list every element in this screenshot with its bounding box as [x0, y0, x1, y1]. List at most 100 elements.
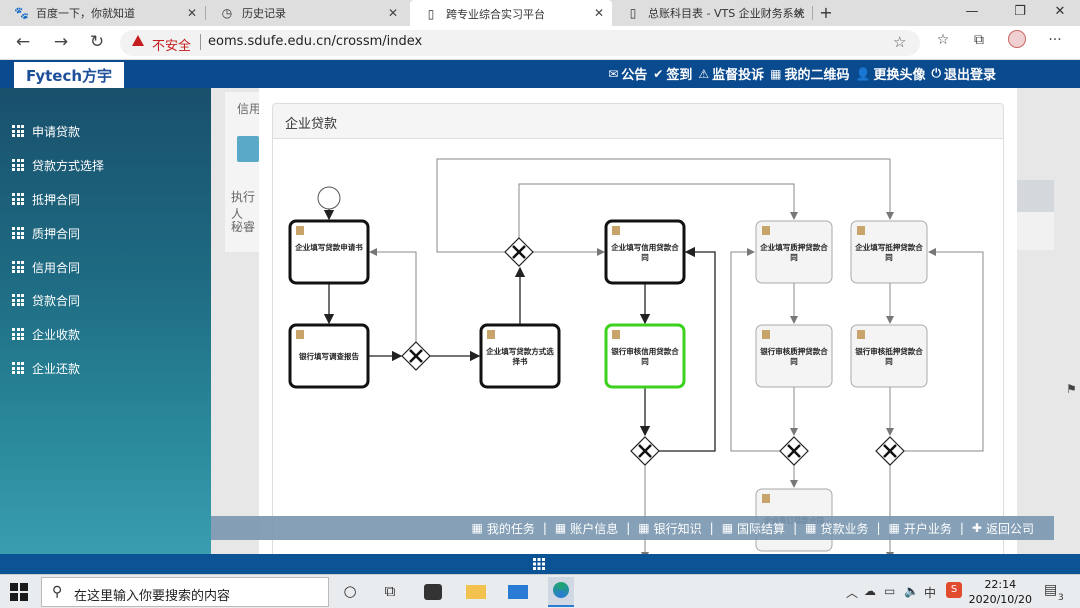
volume-icon[interactable]: 🔈 [904, 584, 919, 598]
close-window-icon[interactable]: ✕ [1054, 4, 1066, 19]
sogou-icon[interactable]: S [946, 582, 962, 598]
restore-icon[interactable]: ❐ [1014, 4, 1026, 19]
task-label: 企业填写抵押贷款合 [854, 242, 923, 252]
sidebar-item[interactable]: 贷款合同 [12, 290, 80, 310]
profile-avatar[interactable] [1008, 30, 1026, 48]
favorite-star-icon[interactable]: ☆ [893, 33, 907, 51]
sidebar-item[interactable]: 质押合同 [12, 223, 80, 243]
menu-qrcode[interactable]: ▦我的二维码 [770, 64, 850, 84]
bottom-nav-item[interactable]: ✚返回公司 [966, 520, 1040, 537]
sidebar-item[interactable]: 信用合同 [12, 257, 80, 277]
background-row: 秘睿 [231, 220, 256, 234]
bottom-nav-label: 账户信息 [570, 521, 619, 536]
sidebar-item[interactable]: 抵押合同 [12, 189, 80, 209]
task-box [288, 323, 370, 389]
close-tab-icon[interactable]: ✕ [186, 6, 197, 20]
user-icon [296, 226, 304, 235]
edge-browser-icon[interactable] [548, 577, 574, 607]
grid-icon [12, 125, 24, 137]
battery-icon[interactable]: ▭ [884, 584, 896, 598]
browser-tab-active[interactable]: ▯ 跨专业综合实习平台 ✕ [410, 0, 612, 27]
ime-indicator[interactable]: 中 [924, 586, 937, 600]
flag-icon[interactable]: ⚑ [1066, 382, 1077, 396]
task-box [850, 324, 928, 388]
grid-icon: ▦ [888, 521, 900, 535]
warning-icon: ⚠ [698, 66, 710, 81]
task-label: 同 [641, 357, 649, 366]
taskbar-search[interactable]: ⚲ 在这里输入你要搜索的内容 [41, 577, 329, 607]
url-text[interactable]: eoms.sdufe.edu.cn/crossm/index [208, 34, 423, 49]
clock[interactable]: 22:14 2020/10/20 [969, 577, 1032, 607]
task-view-icon[interactable]: ⧉ [384, 582, 396, 600]
background-right [1017, 88, 1080, 554]
tab-title: 百度一下，你就知道 [36, 7, 135, 20]
collections-icon[interactable]: ⧉ [974, 32, 984, 48]
menu-announcement[interactable]: ✉公告 [608, 64, 647, 84]
sidebar-item[interactable]: 企业收款 [12, 324, 80, 344]
bottom-nav-item[interactable]: ▦我的任务 [465, 520, 540, 537]
sidebar-item[interactable]: 贷款方式选择 [12, 155, 104, 175]
browser-tab[interactable]: ◷ 历史记录 ✕ [206, 0, 406, 26]
bottom-nav-item[interactable]: ▦贷款业务 [799, 520, 874, 537]
menu-label: 我的二维码 [784, 68, 850, 83]
sidebar-item[interactable]: 申请贷款 [12, 121, 80, 141]
minimize-icon[interactable]: — [965, 4, 979, 19]
bottom-nav-item[interactable]: ▦账户信息 [549, 520, 624, 537]
modal-dialog: 企业贷款 企业填写贷款申请书银行填写调查报告企业填写贷款方式选择书企业填写信用贷… [259, 88, 1017, 558]
exclusive-gateway [875, 436, 905, 466]
search-placeholder: 在这里输入你要搜索的内容 [74, 589, 231, 604]
flow-arrow [904, 248, 984, 452]
tab-title: 跨专业综合实习平台 [446, 7, 545, 21]
bottom-nav-item[interactable]: ▦国际结算 [716, 520, 791, 537]
security-label[interactable]: 不安全 [152, 39, 192, 54]
forward-icon[interactable]: → [53, 32, 69, 52]
background-row [1017, 212, 1054, 250]
chevron-up-icon[interactable]: ︿ [846, 586, 859, 600]
cortana-icon[interactable]: ○ [343, 582, 357, 600]
close-tab-icon[interactable]: ✕ [793, 6, 804, 20]
search-icon: ⚲ [52, 584, 63, 600]
mail-icon[interactable] [508, 585, 528, 599]
windows-start-icon[interactable] [10, 583, 28, 601]
background-title: 信用 [237, 102, 262, 116]
close-tab-icon[interactable]: ✕ [387, 6, 398, 20]
refresh-icon[interactable]: ↻ [89, 32, 105, 52]
sidebar-item[interactable]: 企业还款 [12, 358, 80, 378]
nav-separator: | [709, 521, 714, 535]
task-label: 企业填写信用贷款合 [610, 242, 679, 252]
new-tab-icon[interactable]: + [819, 3, 833, 22]
menu-label: 签到 [666, 68, 693, 83]
close-tab-icon[interactable]: ✕ [593, 6, 604, 20]
file-explorer-icon[interactable] [466, 585, 486, 599]
url-field[interactable]: 不安全 eoms.sdufe.edu.cn/crossm/index ☆ [120, 30, 920, 56]
grid-icon: ▦ [805, 521, 817, 535]
apps-grid-icon[interactable] [533, 558, 545, 570]
bottom-nav-item[interactable]: ▦银行知识 [632, 520, 707, 537]
task-box [288, 219, 370, 285]
menu-logout[interactable]: ⏻退出登录 [931, 64, 996, 83]
browser-tab[interactable]: ▯ 总账科目表 - VTS 企业财务系统 ✕ [612, 0, 812, 26]
cloud-icon[interactable]: ☁ [864, 584, 876, 598]
task-label: 银行审核质押贷款合 [760, 346, 828, 356]
menu-avatar[interactable]: 👤更换头像 [856, 64, 926, 84]
bottom-nav-item[interactable]: ▦开户业务 [883, 520, 958, 537]
home-button[interactable] [237, 136, 259, 162]
bottom-nav-label: 返回公司 [985, 521, 1034, 536]
bottom-nav-label: 我的任务 [486, 521, 535, 536]
more-icon[interactable]: ··· [1048, 32, 1062, 48]
gateway-x-icon [883, 444, 897, 458]
top-menu: ✉公告 ✔签到 ⚠监督投诉 ▦我的二维码 👤更换头像 ⏻退出登录 [608, 64, 996, 83]
exclusive-gateway [504, 237, 534, 267]
task-label: 银行审核抵押贷款合 [855, 346, 923, 356]
menu-complaint[interactable]: ⚠监督投诉 [698, 64, 764, 84]
favorites-icon[interactable]: ☆ [936, 32, 950, 48]
process-diagram: 企业填写贷款申请书银行填写调查报告企业填写贷款方式选择书企业填写信用贷款合同银行… [288, 158, 984, 557]
menu-signin[interactable]: ✔签到 [653, 64, 693, 84]
task-box [604, 219, 686, 285]
browser-tab[interactable]: 🐾 百度一下，你就知道 ✕ [0, 0, 205, 26]
notification-icon[interactable]: ▤ [1044, 582, 1058, 598]
store-icon[interactable] [424, 584, 442, 600]
back-icon[interactable]: ← [15, 32, 31, 52]
task-label: 银行审核信用贷款合 [611, 346, 679, 356]
